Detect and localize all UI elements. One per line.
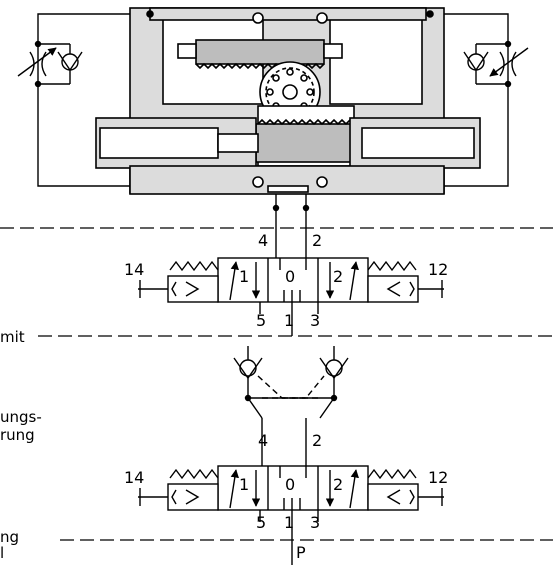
bottom-port-14: 14 [124,468,144,487]
bottom-valve-labels: 14 12 4 2 0 1 2 5 1 3 P [124,431,448,562]
top-port-4: 4 [258,231,268,250]
bottom-port-1: 1 [284,513,294,532]
bottom-port-12: 12 [428,468,448,487]
rotary-actuator [95,7,481,195]
actuator-lines [272,194,310,260]
bolt-hole [252,176,264,188]
bottom-pos-1: 1 [239,475,249,494]
lower-left-rod [217,133,259,153]
lower-right-piston [361,127,475,159]
bottom-directional-valve [138,465,444,565]
top-cap [149,7,427,21]
check-valves [233,346,349,470]
supply-port-p: P [296,543,306,562]
flow-control-left [17,13,130,187]
upper-piston-rod-left [177,43,197,59]
top-port-5: 5 [256,311,266,330]
flow-control-right [444,13,529,187]
edge-text-mit: mit [0,328,25,346]
edge-text-l: l [0,544,4,562]
lower-rack-teeth [257,118,355,126]
bottom-port-2: 2 [312,431,322,450]
bottom-port-slot [267,185,309,193]
dashed-separators [0,227,553,541]
edge-text-ng: ng [0,528,19,546]
edge-text-rung: rung [0,426,35,444]
top-port-1: 1 [284,311,294,330]
top-port-3: 3 [310,311,320,330]
bottom-pos-2: 2 [333,475,343,494]
edge-labels: mit ungs- rung ng l [0,328,42,562]
top-port-14: 14 [124,260,144,279]
bottom-port-5: 5 [256,513,266,532]
top-valve-labels: 14 12 4 2 0 1 2 5 1 3 [124,231,448,330]
top-directional-valve [138,257,444,336]
upper-piston-rod-right [323,43,343,59]
upper-rack [195,39,325,65]
bolt-hole [316,12,328,24]
edge-text-ungs: ungs- [0,408,42,426]
top-port-2: 2 [312,231,322,250]
lower-left-piston [99,127,219,159]
bottom-cap [129,165,445,195]
top-port-12: 12 [428,260,448,279]
bottom-center-0: 0 [285,475,295,494]
top-pos-2: 2 [333,267,343,286]
bottom-port-4: 4 [258,431,268,450]
bottom-port-3: 3 [310,513,320,532]
bolt-hole [316,176,328,188]
top-pos-1: 1 [239,267,249,286]
bolt-hole [252,12,264,24]
top-center-0: 0 [285,267,295,286]
upper-right-chamber [329,17,423,105]
